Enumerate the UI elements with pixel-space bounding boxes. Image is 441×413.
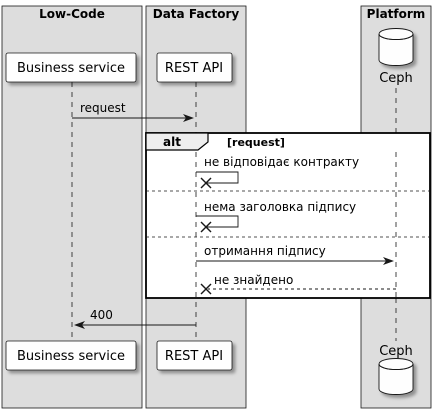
message-get-signature: отримання підпису — [196, 244, 394, 265]
message-label: не відповідає контракту — [204, 155, 359, 169]
participant-label: REST API — [165, 61, 223, 76]
lost-message-cross — [200, 221, 212, 233]
box-low-code-title: Low-Code — [39, 7, 105, 21]
participant-rest-api-bottom: REST API — [156, 340, 233, 371]
message-label: 400 — [90, 308, 113, 322]
message-not-found: не знайдено — [200, 273, 396, 295]
message-request: request — [72, 101, 194, 122]
participant-ceph-bottom: Ceph — [378, 344, 414, 395]
database-icon — [378, 28, 414, 66]
participant-business-service-bottom: Business service — [5, 340, 137, 371]
participant-business-service-top: Business service — [5, 52, 137, 83]
participant-ceph-top: Ceph — [378, 28, 414, 86]
participant-label: Ceph — [379, 71, 413, 86]
message-label: отримання підпису — [204, 244, 326, 258]
message-label: нема заголовка підпису — [204, 200, 356, 214]
lost-message-cross — [200, 177, 212, 189]
participant-rest-api-top: REST API — [156, 52, 233, 83]
box-data-factory-title: Data Factory — [153, 7, 240, 21]
box-platform-title: Platform — [367, 7, 426, 21]
lost-message-cross — [200, 283, 212, 295]
participant-label: Ceph — [379, 344, 413, 359]
message-contract-mismatch: не відповідає контракту — [196, 155, 359, 189]
message-label: не знайдено — [214, 273, 293, 287]
database-icon — [378, 358, 414, 395]
message-no-signature-header: нема заголовка підпису — [196, 200, 356, 233]
message-label: request — [80, 101, 126, 115]
alt-guard: [request] — [227, 136, 285, 149]
message-400: 400 — [74, 308, 196, 329]
alt-keyword: alt — [163, 135, 181, 149]
participant-label: Business service — [17, 349, 125, 364]
participant-label: Business service — [17, 61, 125, 76]
alt-fragment: alt [request] не відповідає контракту не… — [145, 132, 431, 299]
participant-label: REST API — [165, 349, 223, 364]
